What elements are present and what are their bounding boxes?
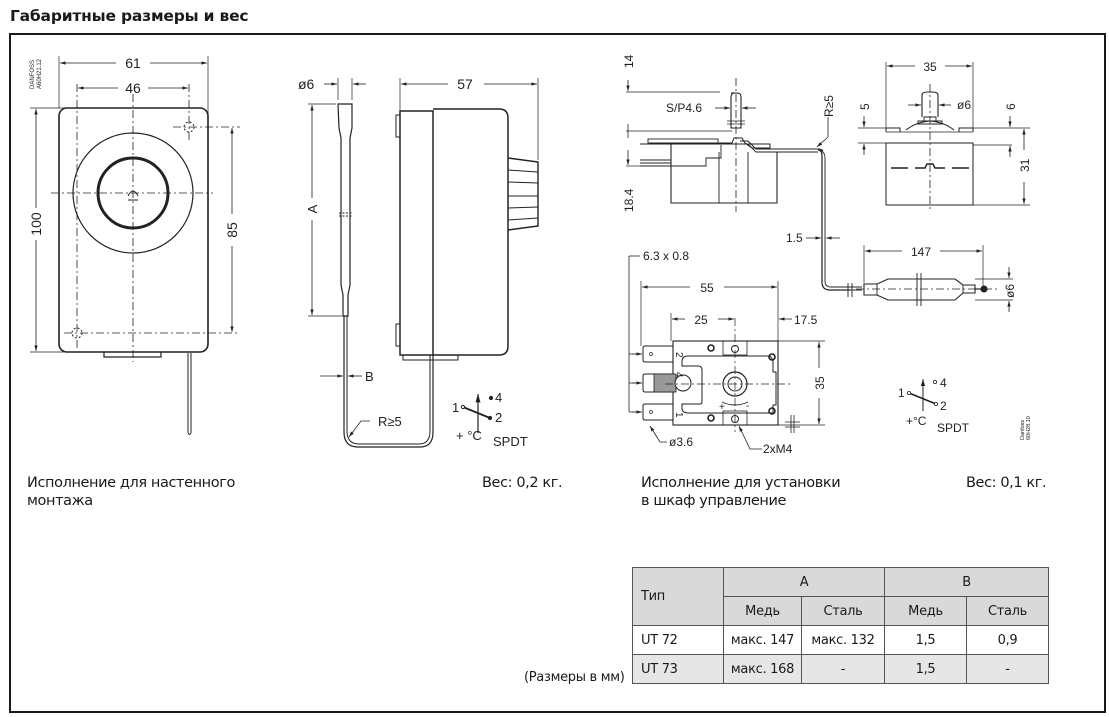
panel-spdt-type: SPDT xyxy=(937,421,970,435)
header-group-b: B xyxy=(884,567,1049,597)
wall-spdt-terminal-4: 4 xyxy=(495,390,502,405)
dim-top-width-55: 55 xyxy=(700,281,714,295)
dim-bend-radius: R≥5 xyxy=(378,414,402,429)
wall-spdt-terminal-1: 1 xyxy=(452,400,459,415)
dim-shaft-offset-17-5: 17.5 xyxy=(794,313,818,327)
panel-spdt-terminal-1: 1 xyxy=(898,386,905,400)
panel-caption-line2: в шкаф управление xyxy=(641,493,786,509)
dial-plus-sign: + xyxy=(719,402,725,413)
panel-side-view xyxy=(626,78,850,291)
dim-hole-diameter: ø3.6 xyxy=(669,435,693,449)
page-title: Габаритные размеры и вес xyxy=(10,7,249,25)
drawing-frame xyxy=(9,33,1106,713)
dim-end-width-35: 35 xyxy=(923,60,937,74)
cell-a-copper: макс. 168 xyxy=(723,654,802,684)
dim-step-5: 5 xyxy=(858,103,872,110)
panel-drawing-code-line2: 60H28.10 xyxy=(1026,416,1032,440)
wall-caption-line1: Исполнение для настенного xyxy=(27,475,235,491)
cell-b-steel: - xyxy=(966,654,1049,684)
dim-terminal-size: 6.3 x 0.8 xyxy=(643,249,689,263)
dim-shaft-height-14: 14 xyxy=(622,54,636,68)
panel-spdt-terminal-2: 2 xyxy=(940,399,947,413)
dim-height-85: 85 xyxy=(224,222,240,238)
panel-spdt-temp-label: +°C xyxy=(906,414,927,428)
dim-bulb-diameter-6: ø6 xyxy=(1003,284,1017,298)
cell-a-steel: - xyxy=(801,654,885,684)
wall-spdt-temp-label: + °C xyxy=(456,428,482,443)
header-b-steel: Сталь xyxy=(966,596,1049,626)
table-row: UT 73 макс. 168 - 1,5 - xyxy=(632,654,1049,684)
wall-spdt-terminal-2: 2 xyxy=(495,410,502,425)
wall-version-weight: Вес: 0,2 кг. xyxy=(482,475,563,491)
units-note: (Размеры в мм) xyxy=(524,670,625,685)
dim-body-height-18-4: 18.4 xyxy=(622,188,636,212)
header-a-steel: Сталь xyxy=(801,596,885,626)
header-group-a: A xyxy=(723,567,885,597)
dim-height-100: 100 xyxy=(28,212,44,236)
table-row: UT 72 макс. 147 макс. 132 1,5 0,9 xyxy=(632,625,1049,655)
panel-spdt-symbol xyxy=(907,379,939,411)
dim-label-A: A xyxy=(305,204,320,213)
dim-depth-57: 57 xyxy=(457,76,473,92)
cell-b-steel: 0,9 xyxy=(966,625,1049,655)
panel-top-view xyxy=(628,255,825,450)
wall-front-view: DANFOSS A60H21.12 xyxy=(30,56,240,435)
wall-version-caption: Исполнение для настенного монтажа xyxy=(27,474,235,510)
terminal-label-4: 4 xyxy=(673,372,684,378)
cell-b-copper: 1,5 xyxy=(884,625,967,655)
header-a-copper: Медь xyxy=(723,596,802,626)
dim-end-height-31: 31 xyxy=(1018,158,1032,172)
header-b-copper: Медь xyxy=(884,596,967,626)
dim-top-height-35: 35 xyxy=(813,376,827,390)
panel-end-view xyxy=(858,62,1030,212)
panel-bulb xyxy=(847,245,1013,312)
dim-bulb-length-147: 147 xyxy=(911,245,931,259)
cell-type: UT 73 xyxy=(632,654,724,684)
dim-hole-offset-25: 25 xyxy=(694,313,708,327)
header-type: Тип xyxy=(632,567,724,626)
cell-b-copper: 1,5 xyxy=(884,654,967,684)
dim-shaft-diameter: S/P4.6 xyxy=(666,101,702,115)
panel-caption-line1: Исполнение для установки xyxy=(641,475,841,491)
wall-side-view xyxy=(308,78,539,448)
dim-width-46: 46 xyxy=(125,80,141,96)
dim-capillary-1-5: 1.5 xyxy=(786,231,803,245)
dim-panel-bend-radius: R≥5 xyxy=(822,95,836,117)
panel-spdt-terminal-4: 4 xyxy=(940,376,947,390)
panel-version-weight: Вес: 0,1 кг. xyxy=(966,475,1047,491)
panel-version-caption: Исполнение для установки в шкаф управлен… xyxy=(641,474,841,510)
sensor-bulb xyxy=(337,103,353,317)
panel-drawing-code-line1: Danfoss xyxy=(1020,420,1026,440)
cell-a-steel: макс. 132 xyxy=(801,625,885,655)
terminal-label-1: 1 xyxy=(673,412,684,418)
drawing-code-line2: A60H21.12 xyxy=(37,58,43,89)
cell-type: UT 72 xyxy=(632,625,724,655)
drawing-code-line1: DANFOSS xyxy=(30,60,36,89)
wall-spdt-symbol xyxy=(460,394,494,433)
cell-a-copper: макс. 147 xyxy=(723,625,802,655)
wall-spdt-type: SPDT xyxy=(493,434,528,449)
dim-end-shaft-diameter: ø6 xyxy=(957,98,971,112)
dim-step-6: 6 xyxy=(1004,103,1018,110)
dim-width-61: 61 xyxy=(125,55,141,71)
dimensions-table: Тип A B Медь Сталь Медь Сталь UT 72 макс… xyxy=(632,567,1049,684)
dim-bulb-diameter: ø6 xyxy=(298,76,315,92)
dim-label-B: B xyxy=(365,369,374,384)
terminal-label-2: 2 xyxy=(673,352,684,358)
dim-mounting-screws: 2xM4 xyxy=(763,442,793,456)
wall-caption-line2: монтажа xyxy=(27,493,93,509)
dial-minus-sign: - xyxy=(746,401,749,412)
housing-outline xyxy=(58,107,209,353)
